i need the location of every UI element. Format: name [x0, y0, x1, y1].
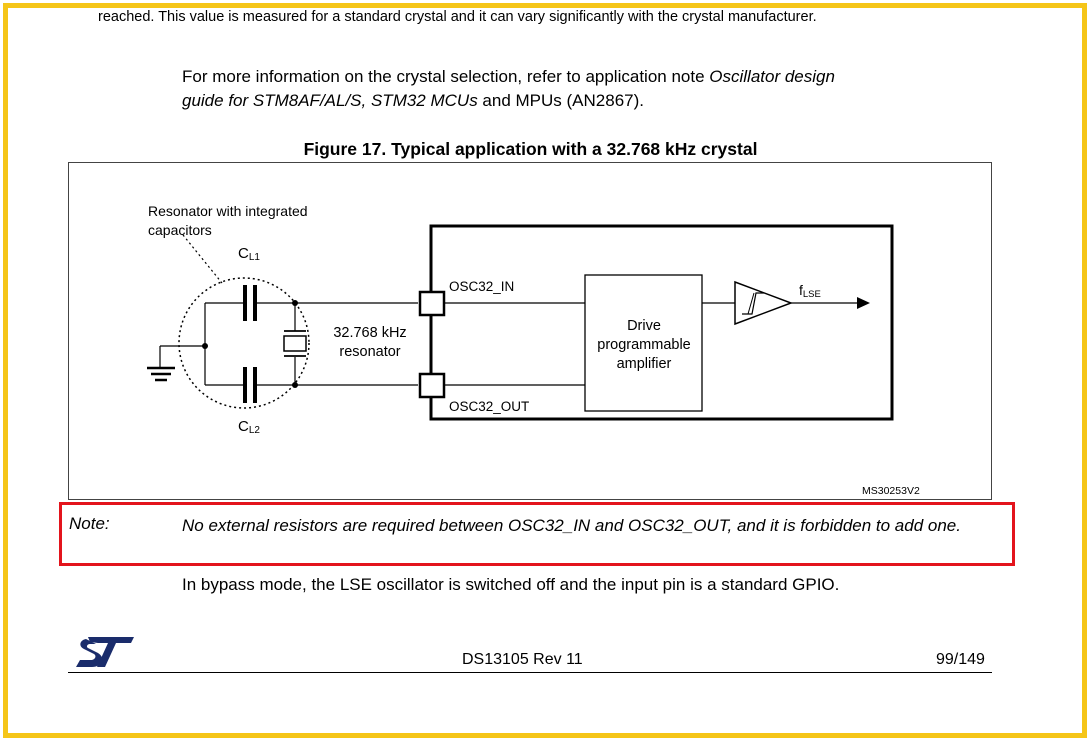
figure-box	[68, 162, 992, 500]
st-logo-icon	[76, 637, 134, 667]
page-number: 99/149	[936, 651, 985, 668]
intro-line-2: guide for STM8AF/AL/S, STM32 MCUs and MP…	[182, 91, 644, 110]
resonator-package	[178, 277, 310, 409]
footer-rule	[68, 672, 992, 673]
figure-code: MS30253V2	[862, 485, 920, 497]
document-id: DS13105 Rev 11	[462, 651, 583, 668]
figure-title: Figure 17. Typical application with a 32…	[303, 139, 758, 159]
resonator-label-1: Resonator with integrated	[148, 203, 308, 219]
schmitt-trigger-icon	[734, 280, 794, 326]
note-text: No external resistors are required betwe…	[182, 516, 961, 535]
pin-osc32-out	[418, 372, 446, 399]
crystal-label-2: resonator	[339, 344, 400, 360]
ground-icon	[147, 366, 175, 382]
amp-label-2: programmable	[597, 337, 691, 353]
drive-amplifier-block	[584, 274, 703, 412]
intro-line-1: For more information on the crystal sele…	[182, 67, 835, 86]
amp-label-3: amplifier	[617, 356, 672, 372]
capacitor-cl1-icon	[243, 285, 257, 321]
crystal-icon	[283, 330, 307, 357]
amp-label-1: Drive	[627, 318, 661, 334]
resonator-label-2: capacitors	[148, 222, 212, 238]
cl1-label: CL1	[238, 245, 260, 263]
bypass-paragraph: In bypass mode, the LSE oscillator is sw…	[182, 575, 840, 594]
highlight-frame	[3, 3, 1087, 738]
capacitor-cl2-icon	[243, 367, 257, 403]
osc32-out-label: OSC32_OUT	[449, 399, 529, 414]
osc32-in-label: OSC32_IN	[449, 279, 514, 294]
crystal-label-1: 32.768 kHz	[333, 325, 406, 341]
mcu-boundary	[429, 224, 894, 421]
note-highlight-box	[59, 502, 1015, 566]
pin-osc32-in	[418, 290, 446, 317]
flse-label: fLSE	[799, 282, 821, 300]
cut-off-paragraph: reached. This value is measured for a st…	[98, 9, 817, 25]
resonator-leader-line	[182, 234, 223, 284]
cl2-label: CL2	[238, 418, 260, 436]
note-label: Note:	[69, 514, 110, 533]
output-arrow-icon	[857, 297, 870, 309]
